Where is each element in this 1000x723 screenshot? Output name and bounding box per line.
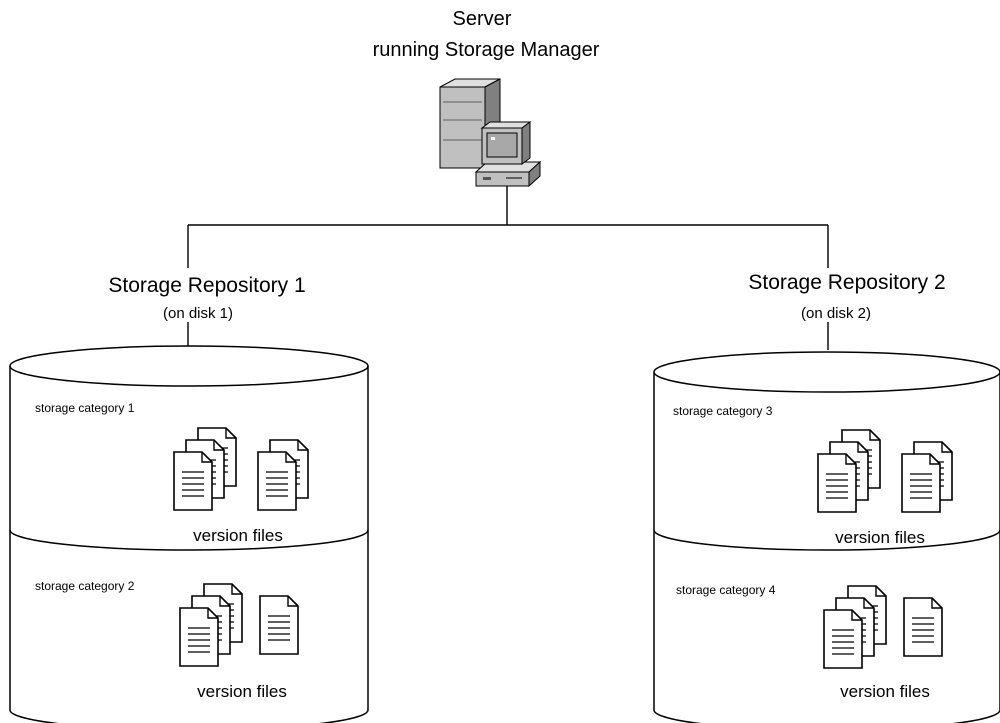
storage-category-label: storage category 3: [673, 404, 773, 418]
version-files-label: version files: [835, 528, 925, 547]
server-computer-icon: [439, 78, 542, 188]
version-files-label: version files: [197, 682, 287, 701]
repository-2-disk: (on disk 2): [800, 305, 872, 322]
version-files-label: version files: [193, 526, 283, 545]
storage-category-label: storage category 1: [35, 401, 135, 415]
repository-1-disk: (on disk 1): [162, 305, 234, 322]
repository-1-title: Storage Repository 1: [108, 274, 306, 297]
repository-2-title: Storage Repository 2: [748, 271, 946, 294]
server-subtitle: running Storage Manager: [372, 39, 600, 61]
storage-category-label: storage category 4: [676, 583, 776, 597]
server-title: Server: [452, 8, 512, 30]
version-files-label: version files: [840, 682, 930, 701]
connector-lines: [187, 186, 829, 350]
category-divider: [9, 529, 369, 551]
category-divider: [653, 529, 1000, 551]
storage-category-label: storage category 2: [35, 579, 135, 593]
